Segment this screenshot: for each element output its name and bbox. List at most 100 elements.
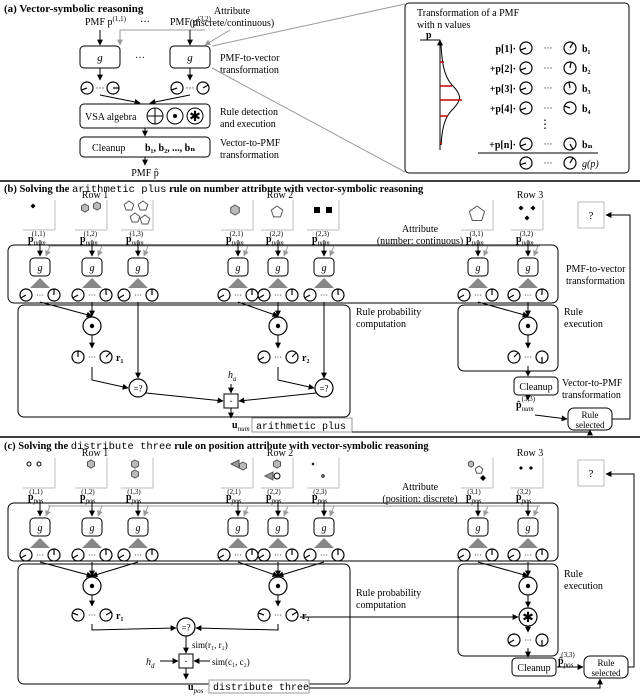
dots: ···	[234, 291, 242, 300]
inset-title-2: with n values	[417, 20, 470, 31]
fanout-wedge	[518, 538, 538, 548]
attribute-to-g-arrow	[483, 505, 489, 517]
r1-label: r₁	[116, 353, 123, 364]
fanout-wedge	[268, 538, 288, 548]
phasor-hand	[105, 352, 111, 358]
fanout-wedge	[468, 538, 488, 548]
phasor-icon	[99, 350, 113, 364]
rule-selected-line-1: Rule	[598, 658, 615, 668]
c-execution-label: execution	[564, 581, 603, 592]
phasor-icon	[71, 288, 85, 302]
phasor-hand	[569, 61, 572, 69]
dots: ···	[186, 83, 195, 93]
g-box: g	[517, 517, 539, 537]
phasor-icon	[507, 350, 521, 364]
u-label: unum	[232, 420, 250, 433]
dots: ···	[88, 291, 96, 300]
pmf-input-label: ppos(3,1)	[466, 488, 482, 505]
pmf-superscript: (1,2)	[81, 488, 95, 496]
output-superscript: (3,3)	[561, 651, 575, 659]
pmf-superscript: (1,1)	[29, 488, 43, 496]
phasor-icon	[507, 548, 521, 562]
basis-label: bₙ	[582, 140, 593, 151]
vsa-label: VSA algebra	[85, 112, 137, 123]
dots: ···	[544, 83, 553, 93]
pmf-symbol: p	[516, 234, 522, 245]
phasor-icon	[245, 548, 259, 562]
phasor-icon	[519, 41, 533, 55]
pmf-subscript: pos	[317, 497, 328, 505]
b-pmf-to-vector: PMF-to-vector	[566, 264, 626, 275]
attribute-label: Attribute	[402, 224, 439, 235]
cleanup-box: Cleanup	[511, 657, 557, 677]
basis-label: b₂	[582, 64, 591, 75]
dots: ···	[96, 83, 105, 93]
vector-to-pmf-label: Vector-to-PMF	[562, 378, 623, 389]
phasor-icon	[285, 288, 299, 302]
shape-polygon	[467, 460, 475, 468]
dots: ···	[474, 291, 482, 300]
shape-polygon	[137, 200, 149, 211]
pmf-to-selector-arrow	[534, 414, 568, 422]
phasor-icon	[303, 548, 317, 562]
attribute-to-g-arrow	[243, 505, 249, 517]
attribute-to-g-arrow	[533, 245, 539, 257]
g-label-2: g	[187, 52, 193, 64]
phasor-icon	[145, 288, 159, 302]
op-star: ✱	[522, 611, 534, 626]
box-label: g	[526, 523, 531, 534]
phasor-icon	[507, 633, 521, 647]
box-rect	[517, 257, 539, 277]
phasor-icon	[485, 548, 499, 562]
phasor-hand	[458, 294, 465, 299]
shape-polygon	[474, 465, 484, 474]
g-box: g	[467, 257, 489, 277]
box-rect	[81, 517, 103, 537]
panel-thumbnail	[23, 458, 56, 489]
dots: ···	[36, 291, 44, 300]
phasor-icon	[257, 288, 271, 302]
dots: ···	[474, 551, 482, 560]
u-to-selector-arrow	[309, 678, 603, 689]
op-text: =?	[133, 384, 142, 394]
dots: ···	[36, 551, 44, 560]
box-rect	[267, 257, 289, 277]
pmf-subscript: pos	[33, 497, 44, 505]
pmf-superscript: (2,3)	[313, 488, 327, 496]
phasor-hand	[105, 611, 112, 616]
fanout-wedge	[228, 538, 248, 548]
phasor-hand	[81, 87, 88, 91]
dots: ···	[134, 291, 142, 300]
h-label: hd	[146, 657, 155, 670]
phasor-to-bind-arrow	[39, 561, 93, 578]
inset-rows: p[1]····b₁+p[2]····b₂+p[3]····b₃+p[4]···…	[478, 41, 599, 170]
dots: ···	[234, 551, 242, 560]
pmf-dots: ···	[140, 17, 150, 28]
phasor-icon	[47, 288, 61, 302]
pmf-input-label: pnum(2,3)	[312, 230, 330, 247]
rule-name-text: arithmetic plus	[256, 421, 346, 433]
shape-triangle	[263, 471, 274, 481]
compare-to-product-arrow	[145, 392, 224, 404]
attribute-to-g-arrow	[97, 505, 103, 517]
h-subscript: d	[151, 662, 155, 670]
panel-thumbnail	[23, 200, 56, 231]
box-label: g	[526, 263, 531, 274]
svg-text:✱: ✱	[189, 110, 201, 125]
box-label: g	[38, 523, 43, 534]
output-pmf-label: p̂pos(3,3)	[558, 651, 575, 669]
phasor-hand	[513, 352, 519, 358]
pmf-last-label: PMF p(3,2)	[170, 15, 212, 28]
pmf-superscript: (2,3)	[316, 230, 330, 238]
pmf-subscript: pos	[131, 497, 142, 505]
fanout-wedge	[30, 538, 50, 548]
codebook-label: b₁, b₂, ..., bₙ	[145, 143, 195, 154]
phasor-hand	[508, 639, 515, 644]
selected-to-answer-arrow	[605, 212, 631, 420]
coef-label: +p[3]·	[490, 84, 516, 95]
g-box: g	[127, 517, 149, 537]
r-to-compare-arrow	[195, 624, 279, 632]
pmf-superscript: (1,1)	[32, 230, 46, 238]
fanout-wedge	[314, 278, 334, 288]
panel-thumbnail	[75, 458, 108, 489]
